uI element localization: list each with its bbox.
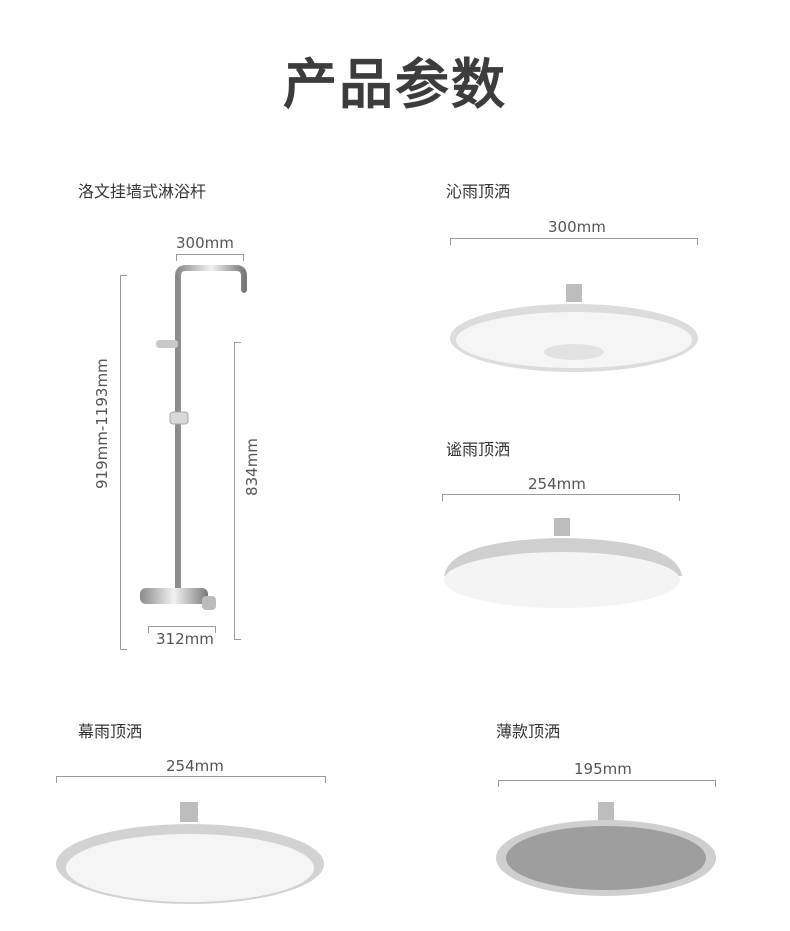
slim-shower-head: [496, 802, 716, 896]
page-title: 产品参数: [283, 53, 507, 116]
slim-name: 薄款顶洒: [496, 722, 561, 741]
column-set-height-total: 919mm-1193mm: [93, 358, 111, 489]
slim-width: 195mm: [574, 760, 632, 778]
muyu-name: 幕雨顶洒: [78, 722, 143, 741]
slim-dimension-line: [498, 780, 716, 787]
dimension-line-top: [176, 254, 244, 261]
yiyu-dimension-line: [442, 494, 680, 501]
column-set-width-bottom: 312mm: [156, 630, 214, 648]
dimension-line-bottom: [148, 626, 216, 633]
qinyu-shower-head: [450, 284, 698, 372]
column-set-name: 洛文挂墙式淋浴杆: [78, 182, 207, 201]
column-set-width-top: 300mm: [176, 234, 234, 252]
muyu-width: 254mm: [166, 757, 224, 775]
dimension-line-bar-height: [234, 342, 241, 640]
column-shower-illustration: [140, 265, 247, 610]
qinyu-dimension-line: [450, 238, 698, 245]
muyu-shower-head: [56, 802, 324, 904]
dimension-line-total-height: [120, 275, 127, 650]
qinyu-width: 300mm: [548, 218, 606, 236]
yiyu-width: 254mm: [528, 475, 586, 493]
qinyu-name: 沁雨顶洒: [446, 182, 511, 201]
yiyu-name: 谧雨顶洒: [446, 440, 511, 459]
muyu-dimension-line: [56, 776, 326, 783]
yiyu-shower-head: [444, 518, 682, 608]
